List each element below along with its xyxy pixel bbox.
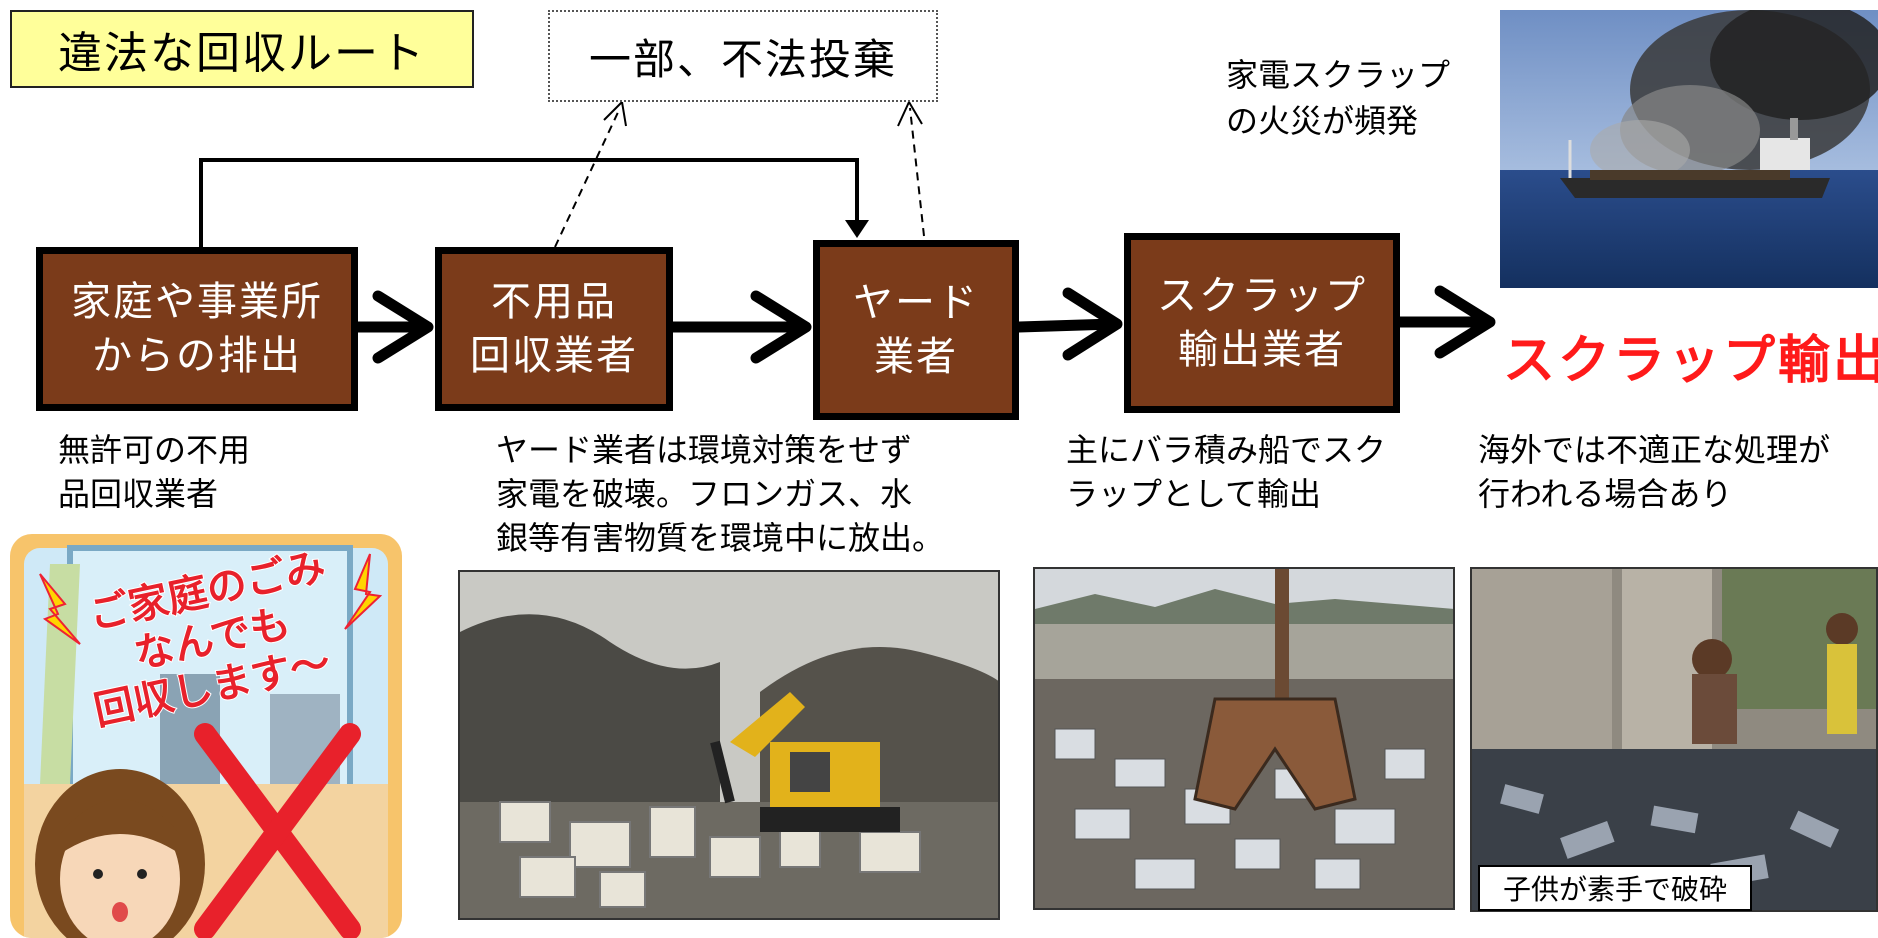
burning-ship-photo bbox=[1500, 10, 1878, 288]
overseas-line-1: 海外では不適正な処理が bbox=[1478, 431, 1831, 469]
overseas-line-2: 行われる場合あり bbox=[1478, 475, 1733, 513]
overseas-note: 海外では不適正な処理が 行われる場合あり bbox=[1478, 428, 1830, 516]
yard-note: ヤード業者は環境対策をせず 家電を破壊。フロンガス、水 銀等有害物質を環境中に放… bbox=[496, 428, 944, 560]
arrow-yard-exporter bbox=[1013, 287, 1123, 361]
fire-note-line-1: 家電スクラップ bbox=[1226, 56, 1451, 94]
arrow-exporter-export bbox=[1394, 285, 1496, 359]
bypass-arrowhead bbox=[845, 220, 869, 238]
collector-dump-dashed bbox=[554, 107, 621, 248]
arrow-household-collector bbox=[352, 290, 434, 364]
ship-note-line-1: 主にバラ積み船でスク bbox=[1066, 431, 1387, 469]
child-crushing-photo bbox=[1470, 567, 1878, 912]
exporter-line-1: スクラップ bbox=[1157, 273, 1367, 319]
yard-node: ヤード 業者 bbox=[813, 240, 1019, 420]
illegal-dumping-box: 一部、不法投棄 bbox=[548, 10, 938, 102]
household-line-1: 家庭や事業所 bbox=[71, 279, 323, 325]
ship-note-line-2: ラップとして輸出 bbox=[1066, 475, 1322, 513]
arrow-collector-yard bbox=[667, 290, 812, 364]
yard-line-2: 業者 bbox=[874, 334, 958, 380]
ship-hold-photo bbox=[1033, 567, 1455, 910]
yard-note-line-3: 銀等有害物質を環境中に放出。 bbox=[496, 519, 945, 557]
bypass-connector bbox=[199, 158, 859, 247]
collector-line-1: 不用品 bbox=[491, 279, 617, 325]
collector-line-2: 回収業者 bbox=[470, 333, 638, 379]
unlicensed-note: 無許可の不用 品回収業者 bbox=[58, 428, 250, 516]
child-caption: 子供が素手で破砕 bbox=[1478, 865, 1752, 911]
unlicensed-line-1: 無許可の不用 bbox=[58, 431, 251, 469]
fire-note: 家電スクラップ の火災が頻発 bbox=[1226, 52, 1450, 144]
exporter-node: スクラップ 輸出業者 bbox=[1124, 233, 1400, 413]
household-business-node: 家庭や事業所 からの排出 bbox=[36, 247, 358, 411]
ship-note: 主にバラ積み船でスク ラップとして輸出 bbox=[1066, 428, 1386, 516]
yard-note-line-1: ヤード業者は環境対策をせず bbox=[496, 431, 913, 469]
yard-note-line-2: 家電を破壊。フロンガス、水 bbox=[496, 475, 913, 513]
fire-note-line-2: の火災が頻発 bbox=[1226, 102, 1419, 140]
page-title: 違法な回収ルート bbox=[10, 10, 474, 88]
yard-dump-dashed bbox=[909, 107, 925, 237]
unlicensed-line-2: 品回収業者 bbox=[58, 475, 219, 513]
exporter-line-2: 輸出業者 bbox=[1178, 327, 1346, 373]
scrap-yard-photo bbox=[458, 570, 1000, 920]
yard-line-1: ヤード bbox=[853, 280, 979, 326]
collector-dump-arrowhead bbox=[603, 99, 627, 127]
scrap-export-label: スクラップ輸出 bbox=[1503, 331, 1878, 391]
warning-illustration: ご家庭のごみ なんでも 回収します〜 bbox=[10, 534, 402, 938]
collector-node: 不用品 回収業者 bbox=[435, 247, 673, 411]
household-line-2: からの排出 bbox=[92, 333, 302, 379]
yard-dump-arrowhead bbox=[897, 99, 923, 127]
